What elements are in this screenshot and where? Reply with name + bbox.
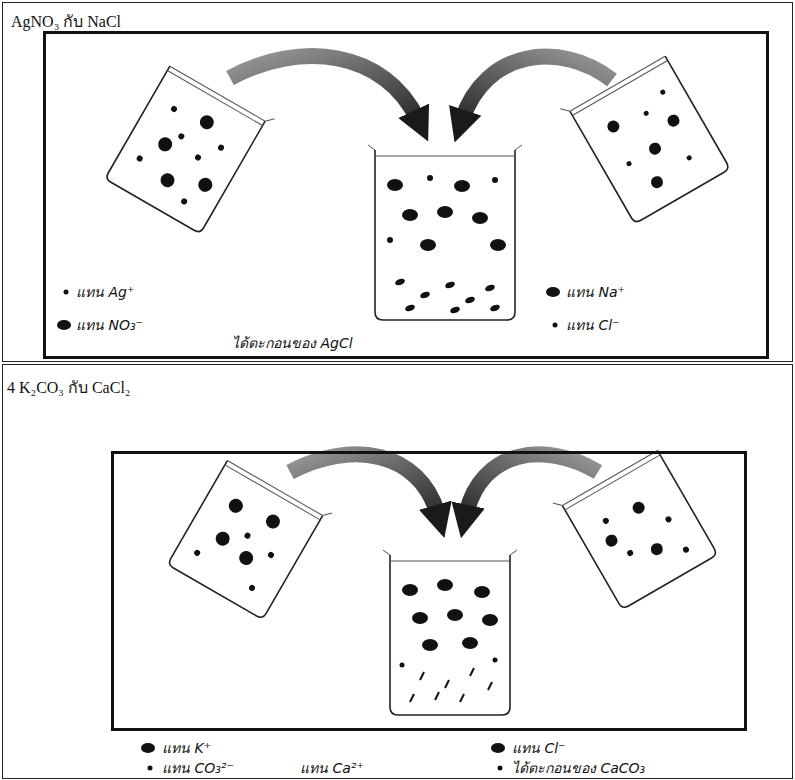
legend-note: แทน CO₃²⁻ <box>162 759 234 777</box>
beaker <box>383 550 517 715</box>
beaker <box>560 50 730 227</box>
legend-note: แทน Cl⁻ <box>566 316 620 334</box>
panel-cell: 4 K₂CO₃ กับ CaCl₂ <box>2 364 793 779</box>
beaker <box>167 454 332 622</box>
legend-note: แทน K⁺ <box>162 739 211 757</box>
pour-arrow <box>462 57 612 120</box>
picture-frame <box>111 451 747 731</box>
pour-arrow <box>290 454 438 515</box>
legend-note: ได้ตะกอนของ AgCl <box>232 334 353 352</box>
legend-note: แทน Ag⁺ <box>76 283 134 301</box>
beaker <box>368 145 522 320</box>
legend-note: ได้ตะกอนของ CaCO₃ <box>512 759 645 777</box>
panel-heading: AgNO₃ กับ NaCl <box>11 9 121 34</box>
picture-frame <box>43 31 769 359</box>
beaker <box>105 60 275 237</box>
legend-note: แทน NO₃⁻ <box>76 316 143 334</box>
panel-cell: AgNO₃ กับ NaCl <box>2 2 793 362</box>
pour-arrow <box>466 454 598 515</box>
legend-note: แทน Cl⁻ <box>512 739 566 757</box>
legend-note: แทน Ca²⁺ <box>300 759 364 777</box>
legend-note: แทน Na⁺ <box>566 283 625 301</box>
panel-heading: 4 K₂CO₃ กับ CaCl₂ <box>7 375 130 400</box>
pour-arrow <box>230 56 418 120</box>
